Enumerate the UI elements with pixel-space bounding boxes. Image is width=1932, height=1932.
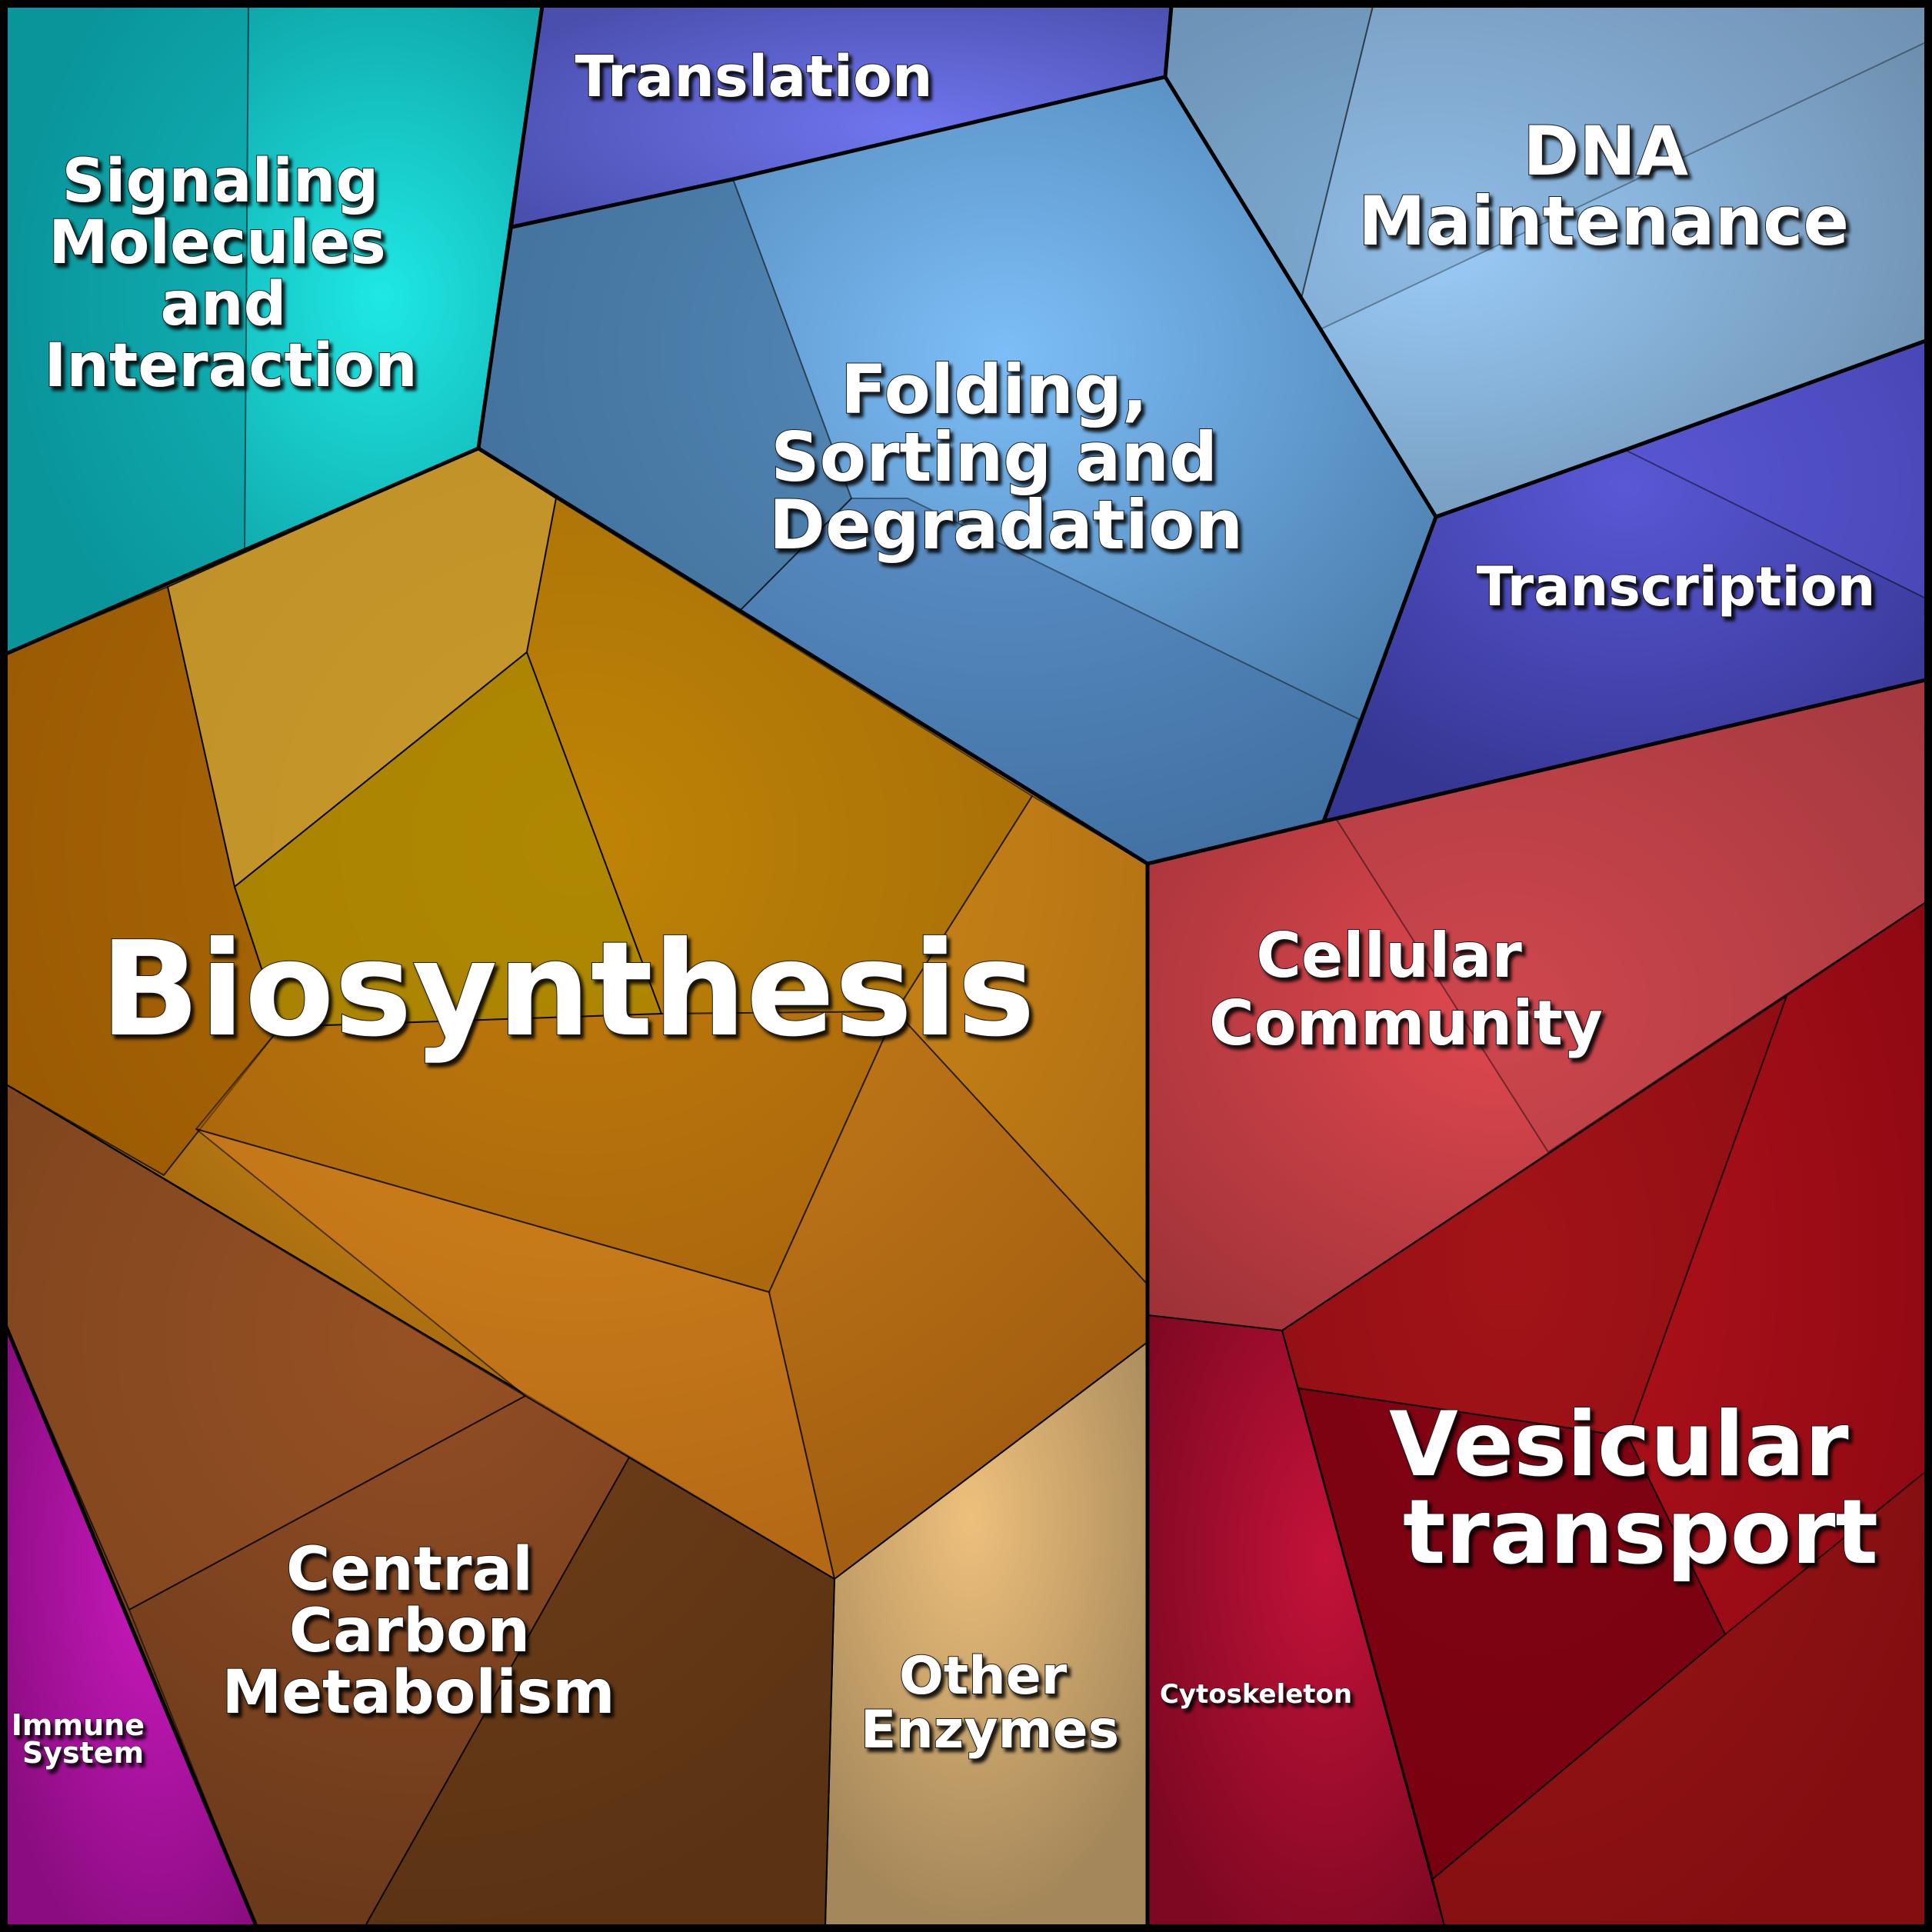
region-labels: Signaling Molecules and Interaction Tran… [11,43,1880,1770]
label-other-enzymes: Other Enzymes [861,1646,1119,1760]
label-cytoskeleton: Cytoskeleton [1160,1679,1352,1710]
label-folding-sorting-degradation: Folding, Sorting and Degradation [769,350,1243,565]
label-translation: Translation [575,44,932,110]
label-dna-maintenance: DNA Maintenance [1358,112,1849,261]
label-biosynthesis: Biosynthesis [100,914,1035,1066]
sub-cells [5,5,1927,1927]
label-signaling-molecules: Signaling Molecules and Interaction [44,147,417,401]
label-central-carbon-metabolism: Central Carbon Metabolism [222,1535,615,1727]
label-immune-system: Immune System [12,1708,155,1770]
label-vesicular-transport: Vesicular transport [1389,1393,1880,1584]
label-cellular-community: Cellular Community [1209,920,1603,1059]
label-transcription: Transcription [1477,555,1876,618]
